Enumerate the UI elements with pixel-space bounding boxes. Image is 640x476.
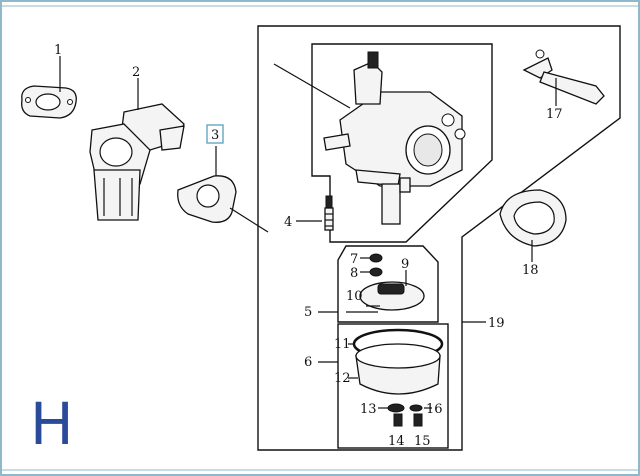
callout-13: 13 (360, 402, 377, 417)
callout-3-box (206, 124, 224, 144)
part-15-screw (413, 413, 423, 427)
carburetor-body-box (311, 43, 493, 243)
bowl-box (337, 323, 449, 449)
callout-14: 14 (388, 434, 405, 449)
callout-7: 7 (350, 252, 358, 267)
part-18-gasket (499, 189, 567, 247)
callout-2: 2 (132, 65, 140, 80)
part-3-gasket (177, 175, 237, 223)
part-16-washer (409, 404, 423, 412)
callout-6: 6 (304, 355, 312, 370)
assembly-19-outline (257, 25, 621, 451)
part-7-fitting (369, 253, 383, 263)
part-2-insulator (89, 103, 185, 221)
callout-1: 1 (54, 43, 62, 58)
callout-16: 16 (426, 402, 443, 417)
part-9-float (359, 281, 425, 311)
callout-19: 19 (488, 316, 505, 331)
callout-12: 12 (334, 371, 351, 386)
callout-5: 5 (304, 305, 312, 320)
callout-18: 18 (522, 263, 539, 278)
part-12-float-bowl (355, 343, 441, 395)
callout-17: 17 (546, 107, 563, 122)
part-4-screw (324, 195, 334, 231)
part-1-gasket (21, 85, 77, 119)
callout-15: 15 (414, 434, 431, 449)
callout-4: 4 (284, 215, 292, 230)
callout-11: 11 (334, 337, 351, 352)
callout-8: 8 (350, 266, 358, 281)
float-chamber-box (337, 245, 439, 323)
callout-10: 10 (346, 289, 363, 304)
part-13-washer (387, 403, 405, 413)
callout-3: 3 (211, 128, 219, 143)
section-letter: H (30, 390, 74, 458)
part-14-bolt (393, 413, 403, 427)
part-17-lever (522, 49, 605, 105)
part-8-fitting (369, 267, 383, 277)
callout-9: 9 (401, 257, 409, 272)
carburetor-body (273, 51, 466, 225)
